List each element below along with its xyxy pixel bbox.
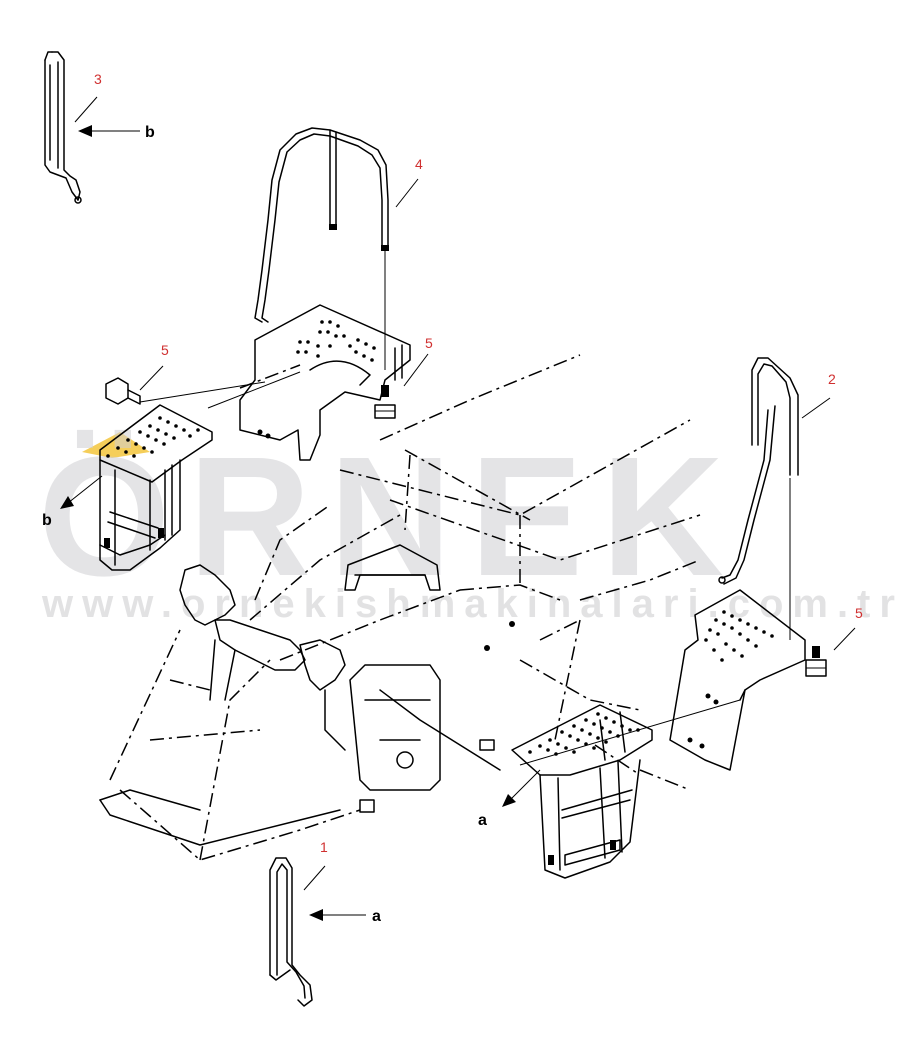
handrail-item-2: [718, 357, 799, 640]
reference-letters: b b a a: [42, 124, 487, 925]
right-step-holes: [687, 610, 774, 749]
letter-a-step: a: [478, 812, 487, 829]
arrow-a-step: [502, 769, 541, 807]
arrow-b-left: [60, 475, 103, 509]
handrail-item-4: [254, 127, 389, 370]
machine-body-outline: [109, 354, 701, 861]
callout-item-4: 4: [415, 156, 423, 172]
letter-b-top: b: [145, 124, 155, 141]
callout-item-5-left: 5: [161, 342, 169, 358]
watermark-accent-mark: [82, 432, 150, 458]
callout-item-3: 3: [94, 71, 102, 87]
arrows: [60, 125, 541, 921]
letter-a-bottom: a: [372, 908, 381, 925]
arrow-b-top: [78, 125, 140, 137]
top-step-plate: [239, 304, 411, 461]
top-step-holes: [257, 320, 376, 439]
lower-step-assembly: [511, 704, 653, 879]
bolt-center: [374, 385, 396, 419]
leader-lines: [74, 96, 856, 891]
lower-step-holes: [528, 712, 640, 756]
left-step-holes: [106, 416, 200, 458]
bolt-right: [805, 646, 827, 677]
bolt-left: [105, 371, 301, 409]
callout-item-1: 1: [320, 839, 328, 855]
handrail-item-3: [44, 51, 82, 204]
handrail-item-1: [269, 857, 313, 1007]
callout-item-2: 2: [828, 371, 836, 387]
front-hood: [99, 564, 346, 846]
right-step-plate: [519, 589, 806, 771]
callout-item-5-right: 5: [855, 605, 863, 621]
callout-item-5-center: 5: [425, 335, 433, 351]
central-frame: [344, 544, 515, 813]
letter-b-left: b: [42, 512, 52, 529]
watermark: ÖRNEK www.ornekishmakinalari.com.tr: [38, 422, 895, 626]
callouts: 3 4 5 5 2 5 1: [94, 71, 863, 855]
arrow-a-bottom: [309, 909, 366, 921]
left-step-assembly: [99, 404, 213, 571]
